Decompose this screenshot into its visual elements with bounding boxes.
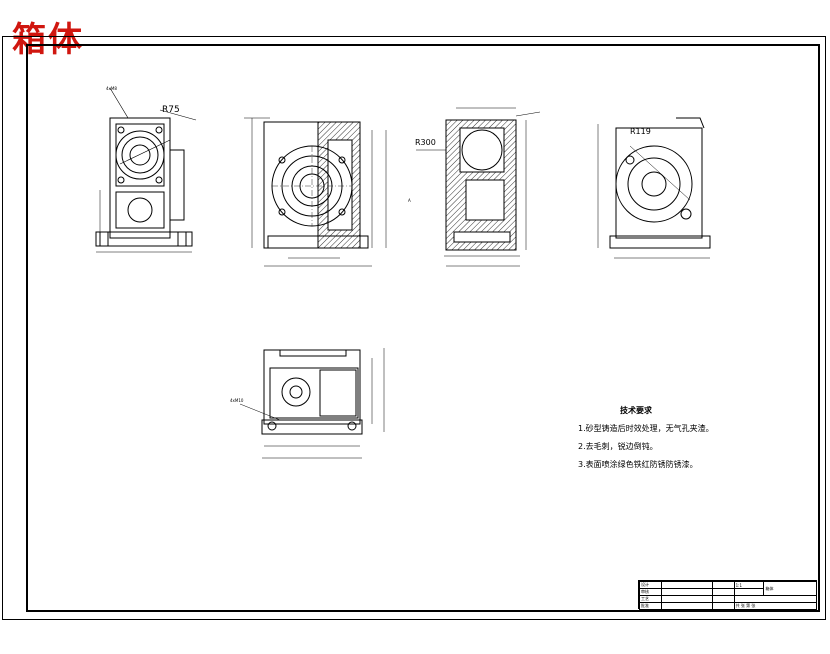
title-block: 设计 1:1 箱体 审核 工艺 批准 共 张 第 张 bbox=[638, 580, 818, 610]
tb-row-label: 设计 bbox=[638, 581, 663, 589]
tech-title: 技术要求 bbox=[620, 406, 652, 415]
tb-scale: 1:1 bbox=[733, 581, 765, 589]
tb-drawing-name: 箱体 bbox=[763, 581, 817, 596]
tech-item-1: 1.砂型铸造后时效处理，无气孔夹渣。 bbox=[578, 424, 714, 433]
tech-item-3: 3.表面喷涂绿色铁红防锈防锈漆。 bbox=[578, 460, 698, 469]
drawing-frame bbox=[26, 44, 820, 612]
tb-stage: 共 张 第 张 bbox=[733, 602, 818, 610]
view1-hole-label: 4xM8 bbox=[106, 86, 117, 91]
tech-item-2: 2.去毛刺，锐边倒钝。 bbox=[578, 442, 658, 451]
tb-row-label: 批准 bbox=[638, 602, 663, 610]
view1-radius-label: R75 bbox=[162, 105, 180, 115]
view5-hole-label: 4xM10 bbox=[230, 398, 244, 403]
view-side-left bbox=[95, 87, 197, 253]
view-side-right bbox=[597, 117, 711, 259]
tb-row-label: 审核 bbox=[638, 588, 663, 596]
view3-section-label: A bbox=[408, 198, 411, 203]
technical-requirements: 技术要求 1.砂型铸造后时效处理，无气孔夹渣。 2.去毛刺，锐边倒钝。 3.表面… bbox=[578, 402, 714, 474]
drawing-title: 箱体 bbox=[12, 20, 84, 60]
view3-radius-label: R300 bbox=[415, 138, 436, 147]
view-front bbox=[244, 117, 387, 267]
view-section bbox=[416, 107, 541, 267]
view4-radius-label: R119 bbox=[630, 127, 651, 136]
outer-border bbox=[2, 36, 826, 620]
view-top bbox=[239, 348, 385, 459]
tb-row-label: 工艺 bbox=[638, 595, 663, 603]
